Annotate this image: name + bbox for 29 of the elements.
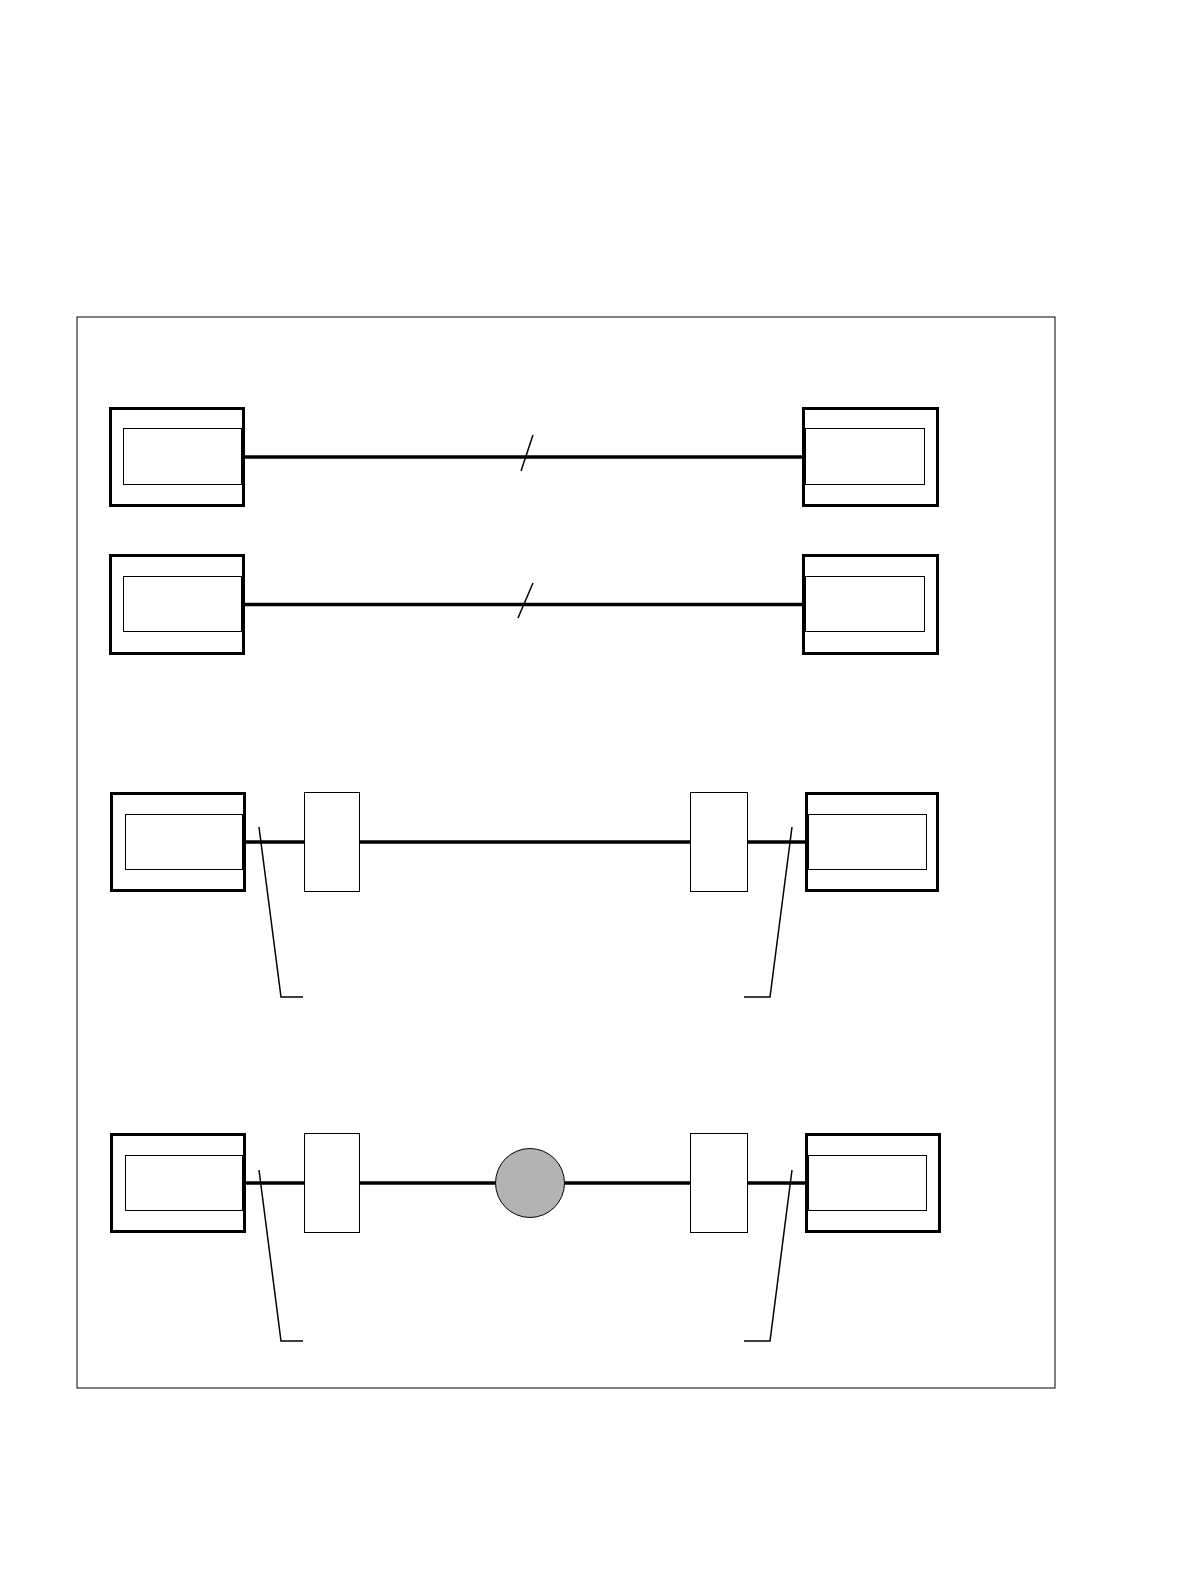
terminal-box bbox=[110, 792, 246, 892]
cable-line bbox=[565, 1181, 690, 1185]
terminal-box bbox=[802, 554, 939, 655]
cable-line bbox=[360, 840, 690, 844]
inner-panel bbox=[125, 814, 243, 870]
inner-panel bbox=[808, 814, 927, 870]
connector-box bbox=[690, 792, 748, 892]
terminal-box bbox=[109, 554, 245, 655]
cable-line bbox=[360, 1181, 495, 1185]
cable-line bbox=[246, 840, 304, 844]
cable-line bbox=[246, 1181, 304, 1185]
cable-line bbox=[748, 840, 805, 844]
inner-panel bbox=[123, 576, 242, 632]
terminal-box bbox=[805, 1133, 941, 1233]
inner-panel bbox=[805, 576, 925, 632]
terminal-box bbox=[802, 407, 939, 507]
connector-box bbox=[304, 792, 360, 892]
connector-box bbox=[304, 1133, 360, 1233]
cable-line bbox=[748, 1181, 805, 1185]
inner-panel bbox=[805, 428, 925, 485]
terminal-box bbox=[805, 792, 939, 892]
cable-line bbox=[245, 455, 802, 459]
inner-panel bbox=[125, 1155, 243, 1211]
terminal-box bbox=[109, 407, 245, 507]
cable-line bbox=[245, 602, 802, 607]
inner-panel bbox=[808, 1155, 927, 1211]
inner-panel bbox=[123, 428, 242, 485]
connector-box bbox=[690, 1133, 748, 1233]
terminal-box bbox=[110, 1133, 246, 1233]
